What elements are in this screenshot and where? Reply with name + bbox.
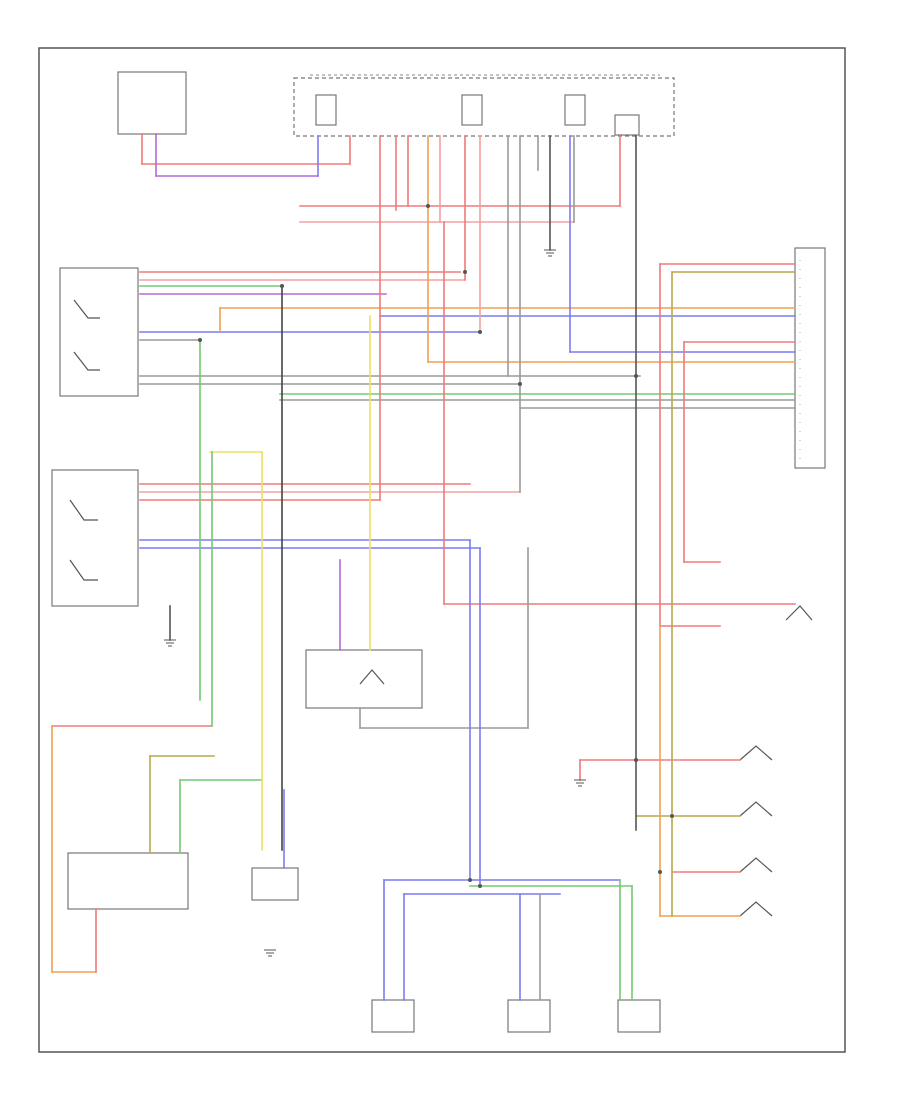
left-door-actuator xyxy=(67,852,189,910)
door-switch-1 xyxy=(739,745,773,761)
ground-symbol xyxy=(164,639,176,647)
rear-left-lock-switch xyxy=(51,469,139,607)
right-door-actuator xyxy=(251,867,299,901)
junction-dots xyxy=(198,204,674,888)
front-actuator xyxy=(371,999,415,1033)
ground-symbol xyxy=(574,779,586,787)
fuse-3 xyxy=(564,94,586,126)
switch-contact xyxy=(69,559,98,581)
rear-actuator xyxy=(507,999,551,1033)
fuse-1 xyxy=(315,94,337,126)
door-switch-2 xyxy=(739,801,773,817)
switch-contact xyxy=(69,499,98,521)
fuse-relay-block xyxy=(293,77,675,137)
relay-small xyxy=(614,114,640,136)
fuse-2 xyxy=(461,94,483,126)
front-left-lock-switch xyxy=(59,267,139,397)
key-switch xyxy=(785,605,813,621)
liftgate-actuator xyxy=(617,999,661,1033)
ground-symbol xyxy=(544,249,556,257)
switch-contact xyxy=(359,669,385,685)
switch-contact xyxy=(73,299,100,319)
diagram-frame xyxy=(38,47,846,1053)
switch-contact xyxy=(73,351,100,371)
door-switch-4 xyxy=(739,901,773,917)
right-connector xyxy=(794,247,826,469)
control-module-box xyxy=(117,71,187,135)
ground-symbol xyxy=(264,949,276,957)
door-switch-3 xyxy=(739,857,773,873)
center-switch-box xyxy=(305,649,423,709)
